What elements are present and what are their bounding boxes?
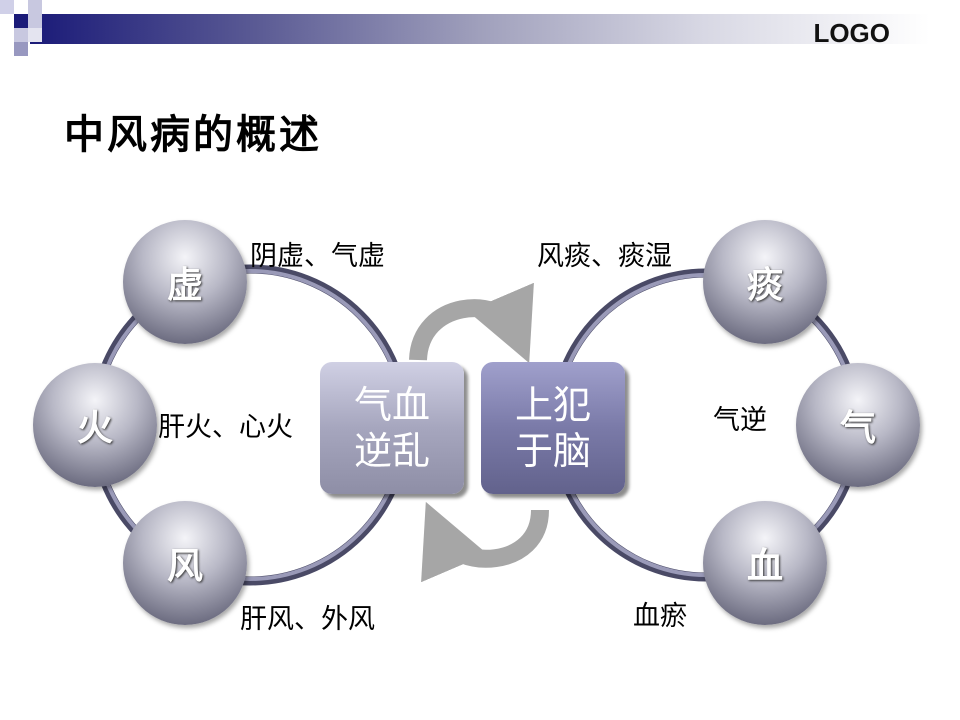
center-box-left: 气血逆乱 (320, 362, 464, 494)
node-xue: 血 (703, 501, 827, 625)
arrow-top-icon (409, 282, 534, 364)
decor-square (14, 14, 28, 28)
node-huo: 火 (33, 363, 157, 487)
note-tan: 风痰、痰湿 (537, 241, 672, 272)
decor-square (28, 0, 42, 28)
note-xue: 血瘀 (633, 601, 687, 632)
header-gradient-bar (30, 14, 930, 44)
center-left-line2: 逆乱 (353, 429, 430, 473)
node-qi: 气 (796, 363, 920, 487)
arrow-bottom-icon (421, 501, 549, 583)
center-box-right: 上犯于脑 (481, 362, 625, 494)
decor-square (14, 42, 28, 56)
node-feng: 风 (123, 501, 247, 625)
note-huo: 肝火、心火 (158, 412, 293, 443)
center-right-line1: 上犯 (514, 383, 591, 427)
decor-square (0, 0, 14, 14)
decor-square (14, 28, 28, 42)
page-title: 中风病的概述 (64, 112, 322, 158)
node-xu: 虚 (123, 220, 247, 344)
note-xu: 阴虚、气虚 (250, 241, 385, 272)
note-feng: 肝风、外风 (240, 604, 375, 635)
center-right-line2: 于脑 (514, 429, 591, 473)
center-left-line1: 气血 (353, 383, 430, 427)
node-tan: 痰 (703, 220, 827, 344)
note-qi: 气逆 (713, 405, 767, 436)
logo: LOGO (813, 18, 890, 48)
decor-square (28, 28, 42, 42)
